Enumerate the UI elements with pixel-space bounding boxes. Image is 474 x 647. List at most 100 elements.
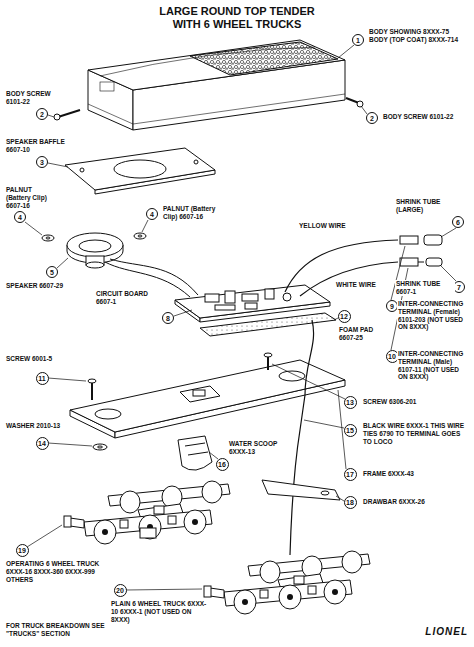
part-label: BODY SCREW 6101-22: [5, 90, 69, 106]
leader-line: [27, 525, 62, 547]
callout-number: 5: [50, 269, 54, 276]
frame: [279, 371, 305, 381]
circuit-board: [242, 294, 258, 301]
speaker-baffle: [65, 148, 215, 190]
shrink-tube: [424, 235, 442, 266]
leader-line: [304, 420, 344, 428]
part-label: FOAM PAD 6607-25: [338, 326, 390, 342]
part-label: BLACK WIRE 6XXX-1 THIS WIRE TIES 6790 TO…: [362, 422, 470, 445]
tender-body: [133, 94, 345, 124]
terminal: [418, 262, 424, 263]
callout-circle: 13: [344, 396, 357, 409]
part-label: SHRINK TUBE (LARGE): [395, 198, 469, 214]
plain-truck: [204, 551, 370, 614]
leader-line: [272, 364, 345, 399]
foam-pad: [200, 313, 336, 336]
screw: [264, 353, 272, 357]
screw: [91, 382, 93, 400]
callout-number: 7: [457, 284, 461, 291]
tender-body: [88, 40, 345, 90]
leader-line: [441, 228, 456, 237]
callout-circle: 15: [344, 424, 357, 437]
palnut: [42, 235, 54, 241]
wire-label: YELLOW WIRE: [298, 222, 350, 230]
speaker: [86, 262, 104, 268]
part-label: BODY SHOWING 8XXX-75 BODY (TOP COAT) 8XX…: [368, 28, 470, 44]
part-label: PALNUT (Battery Clip) 6607-16: [162, 205, 232, 221]
callout-number: 2: [40, 111, 44, 118]
part-label: DRAWBAR 6XXX-26: [362, 498, 434, 506]
water-scoop: [178, 436, 212, 470]
speaker-baffle: [114, 160, 166, 178]
plain-truck: [204, 551, 370, 614]
black-wire: [290, 320, 314, 555]
speaker: [67, 233, 123, 257]
circuit-board: [175, 285, 330, 318]
speaker-baffle: [80, 168, 84, 172]
callout-number: 17: [346, 471, 354, 478]
body-screw: [54, 98, 363, 120]
callout-number: 2: [370, 115, 374, 122]
part-label: OPERATING 6 WHEEL TRUCK 6XXX-16 8XXX-360…: [5, 560, 103, 583]
tender-body: [100, 82, 114, 91]
frame: [70, 360, 345, 432]
washer: [98, 446, 103, 448]
leader-line: [142, 220, 148, 232]
wire-label: WHITE WIRE: [335, 281, 382, 289]
wire: [300, 262, 398, 296]
speaker: [79, 240, 111, 252]
callout-number: 6: [456, 219, 460, 226]
frame: [180, 386, 220, 402]
drawbar: [321, 491, 329, 495]
callout-number: 3: [40, 159, 44, 166]
frame: [70, 360, 345, 438]
shrink-tube: [426, 258, 442, 266]
callout-circle: 8: [162, 312, 174, 324]
frame: [193, 390, 205, 396]
callout-circle: 11: [36, 372, 49, 385]
circuit-board: [245, 303, 257, 309]
water-scoop: [178, 436, 212, 470]
leader-line: [209, 452, 218, 459]
tender-body: [88, 104, 133, 124]
tender-body: [88, 40, 345, 130]
washer: [93, 444, 107, 450]
part-label: SPEAKER 6607-29: [5, 282, 65, 290]
callout-number: 20: [116, 587, 124, 594]
screw: [267, 356, 269, 370]
body-screw: [357, 101, 363, 107]
part-label: SPEAKER BAFFLE 6607-10: [5, 138, 77, 154]
water-scoop: [185, 443, 205, 446]
callout-circle: 1: [352, 34, 364, 46]
callout-circle: 6: [452, 216, 464, 228]
callout-circle: 2: [366, 112, 378, 124]
callout-number: 12: [340, 313, 348, 320]
leader-line: [48, 163, 68, 167]
speaker: [67, 233, 123, 268]
leader-line: [338, 45, 354, 58]
part-label: FRAME 6XXX-43: [362, 470, 434, 478]
callout-circle: 2: [36, 108, 48, 120]
callout-number: 16: [218, 461, 226, 468]
callout-circle: 4: [14, 211, 26, 223]
part-label: PALNUT (Battery Clip) 6607-16: [5, 186, 59, 209]
part-label: INTER-CONNECTING TERMINAL (Male) 6107-11…: [397, 350, 471, 381]
operating-truck: [140, 528, 156, 538]
wire: [285, 240, 398, 296]
circuit-board: [265, 289, 274, 299]
circuit-board: [283, 293, 291, 301]
note: FOR TRUCK BREAKDOWN SEE "TRUCKS" SECTION: [5, 622, 107, 638]
speaker-baffle: [194, 160, 198, 164]
part-label: BODY SCREW 6101-22: [382, 113, 470, 121]
leader-line: [25, 222, 42, 235]
leader-line: [336, 496, 344, 501]
callout-number: 19: [18, 547, 26, 554]
part-label: SCREW 6001-5: [5, 355, 62, 363]
frame: [95, 409, 121, 419]
logo: LIONEL: [405, 626, 469, 637]
operating-truck: [64, 481, 230, 544]
leader-line: [48, 115, 54, 117]
tender-body: [190, 42, 338, 75]
callout-number: 18: [346, 499, 354, 506]
part-label: CIRCUIT BOARD 6607-1: [95, 290, 165, 306]
